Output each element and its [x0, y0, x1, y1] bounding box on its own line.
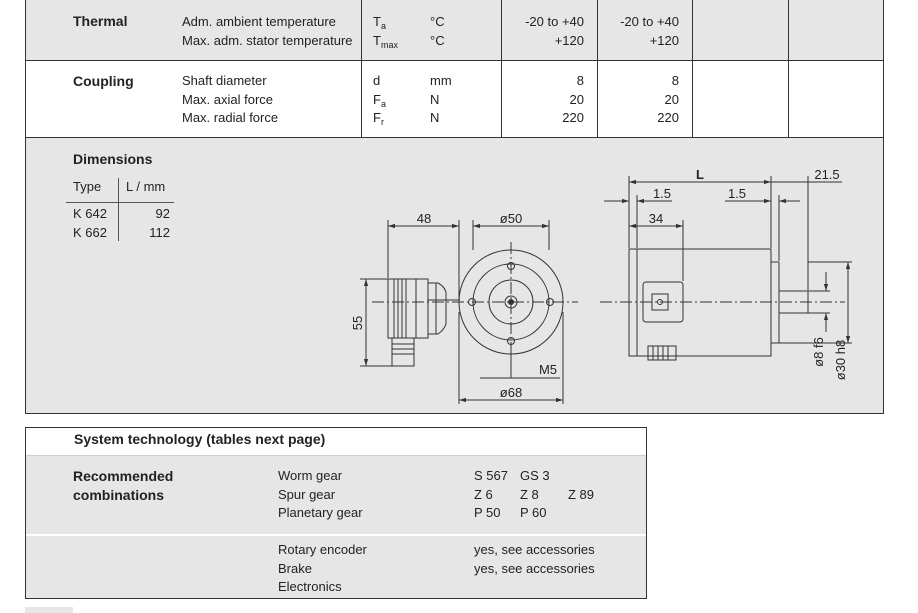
- extra-value: yes, see accessories: [474, 542, 595, 557]
- spec-label: Max. axial force: [182, 92, 274, 107]
- gear-code: GS 3: [520, 468, 550, 483]
- system-divider: [26, 534, 646, 536]
- spec-label: Shaft diameter: [182, 73, 267, 88]
- dim-label-34: 34: [649, 211, 663, 226]
- spec-label: Adm. ambient temperature: [182, 14, 336, 29]
- dim-label-1-5b: 1.5: [728, 186, 746, 201]
- recommended-title-2: combinations: [73, 487, 165, 503]
- spec-value: 220: [562, 110, 584, 125]
- spec-value: -20 to +40: [620, 14, 679, 29]
- dim-label-1-5a: 1.5: [653, 186, 671, 201]
- spec-symbol: Tmax: [373, 33, 398, 50]
- coupling-title: Coupling: [73, 73, 134, 89]
- extra-label: Brake: [278, 561, 312, 576]
- spec-table: [25, 0, 884, 138]
- spec-unit: N: [430, 110, 440, 125]
- dim-label-m5: M5: [539, 362, 557, 377]
- spec-value: +120: [649, 33, 679, 48]
- spec-value: -20 to +40: [525, 14, 584, 29]
- system-body-band: [26, 456, 646, 598]
- extra-value: yes, see accessories: [474, 561, 595, 576]
- extra-label: Electronics: [278, 579, 342, 594]
- spec-value: 20: [569, 92, 584, 107]
- gear-code: Z 89: [568, 487, 595, 502]
- gear-code: Z 6: [474, 487, 493, 502]
- dimensions-title: Dimensions: [73, 151, 153, 167]
- system-box: [25, 427, 647, 599]
- dim-col-length: L / mm: [126, 179, 166, 194]
- gear-label: Planetary gear: [278, 505, 363, 520]
- spec-value: 220: [657, 110, 679, 125]
- spec-unit: N: [430, 92, 440, 107]
- gear-label: Spur gear: [278, 487, 336, 502]
- dim-label-8f6: ø8 f6: [811, 337, 826, 367]
- spec-value: +120: [554, 33, 584, 48]
- thermal-title: Thermal: [73, 13, 128, 29]
- connector-shape: [387, 278, 460, 367]
- system-title: System technology (tables next page): [74, 431, 326, 447]
- gear-code: P 50: [474, 505, 501, 520]
- spec-symbol: Fr: [373, 110, 384, 127]
- spec-symbol: d: [373, 73, 381, 88]
- spec-value: 8: [576, 73, 584, 88]
- dim-type: K 662: [73, 225, 107, 240]
- dim-length: 112: [149, 225, 170, 240]
- recommended-title: Recommended: [73, 468, 174, 484]
- spec-unit: °C: [430, 14, 445, 29]
- spec-unit: mm: [430, 73, 452, 88]
- gear-code: Z 8: [520, 487, 539, 502]
- thermal-band: [25, 0, 884, 60]
- dim-label-68: ø68: [500, 385, 522, 400]
- spec-symbol: Fa: [373, 92, 386, 109]
- system-header-band: [26, 428, 646, 456]
- dim-label-55: 55: [350, 316, 365, 330]
- dim-type: K 642: [73, 206, 107, 221]
- dim-label-21-5: 21.5: [814, 167, 839, 182]
- gear-label: Worm gear: [278, 468, 343, 483]
- dim-length: 92: [155, 206, 170, 221]
- spec-unit: °C: [430, 33, 445, 48]
- dim-label-48: 48: [417, 211, 431, 226]
- dim-col-type: Type: [73, 179, 102, 194]
- gear-code: P 60: [520, 505, 547, 520]
- dim-label-30h8: ø30 h8: [833, 340, 848, 380]
- spec-label: Max. adm. stator temperature: [182, 33, 353, 48]
- page-corner-block: [25, 607, 73, 613]
- spec-symbol: Ta: [373, 14, 386, 31]
- spec-label: Max. radial force: [182, 110, 279, 125]
- extra-label: Rotary encoder: [278, 542, 367, 557]
- spec-value: 8: [671, 73, 679, 88]
- gear-code: S 567: [474, 468, 508, 483]
- dim-label-50: ø50: [500, 211, 522, 226]
- dim-label-L: L: [696, 167, 704, 182]
- spec-value: 20: [664, 92, 679, 107]
